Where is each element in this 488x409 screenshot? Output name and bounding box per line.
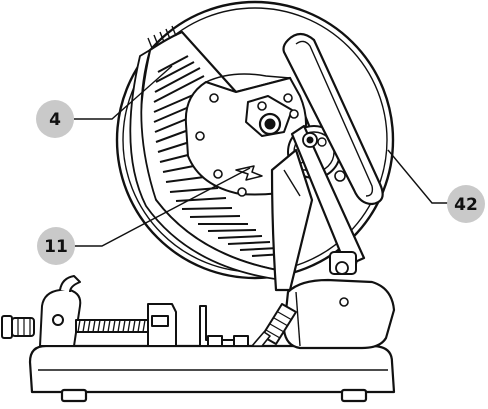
lower-guard bbox=[270, 148, 314, 292]
leader-line-42 bbox=[387, 149, 454, 204]
callout-label: 4 bbox=[49, 110, 61, 130]
callout-label: 42 bbox=[454, 195, 478, 215]
callout-4: 4 bbox=[36, 100, 74, 138]
pivot-arm bbox=[290, 124, 366, 275]
callout-42: 42 bbox=[447, 185, 485, 223]
motor-body bbox=[251, 278, 396, 350]
callout-bubble bbox=[447, 185, 485, 223]
saw-base bbox=[28, 344, 396, 403]
callout-11: 11 bbox=[37, 227, 75, 265]
leader-line-11 bbox=[74, 167, 251, 247]
leader-lines bbox=[74, 65, 454, 247]
callout-bubble bbox=[36, 100, 74, 138]
vise-clamp bbox=[1, 275, 249, 347]
arbor-spindle bbox=[245, 95, 299, 137]
leader-line-4 bbox=[74, 65, 173, 120]
callout-label: 11 bbox=[44, 237, 68, 257]
handle-loop bbox=[282, 32, 384, 206]
callout-bubble bbox=[37, 227, 75, 265]
